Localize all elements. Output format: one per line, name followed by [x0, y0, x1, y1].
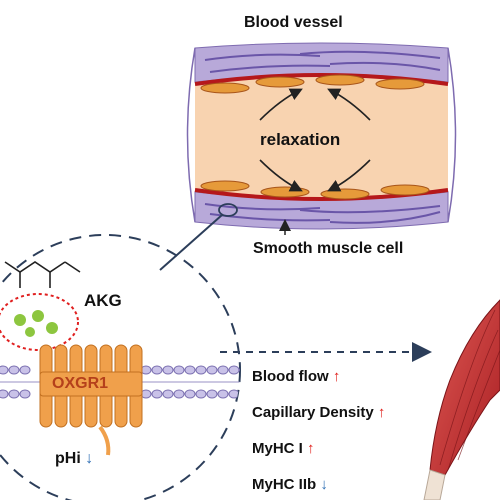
lipid-head: [173, 365, 185, 375]
effect-row: MyHC I ↑: [252, 440, 315, 457]
endothelial-cells-top: [200, 74, 425, 94]
vessel-title: Blood vessel: [244, 14, 343, 31]
cell-zoom-circle: [0, 234, 261, 500]
phi-text: pHi: [55, 450, 81, 467]
endothelial-cells-bottom: [200, 180, 430, 200]
lipid-head: [162, 365, 174, 375]
lipid-head: [206, 389, 218, 399]
lipid-head: [217, 389, 229, 399]
up-arrow-icon: ↑: [332, 368, 341, 385]
down-arrow-icon: ↓: [320, 476, 328, 493]
lipid-head: [184, 389, 196, 399]
up-arrow-icon: ↑: [307, 440, 315, 457]
binding-pocket: [0, 293, 79, 351]
lipid-head: [239, 389, 240, 399]
effect-row: MyHC IIb ↓: [252, 476, 328, 493]
effect-label: Blood flow: [252, 368, 333, 385]
muscle-belly: [429, 299, 500, 476]
lipid-head: [8, 365, 20, 375]
muscle-tendon: [423, 469, 446, 500]
lipid-head: [151, 389, 163, 399]
skeletal-muscle-illustration: [423, 299, 500, 500]
vessel-left-edge: [186, 47, 196, 223]
effect-label: MyHC IIb: [252, 476, 321, 493]
lipid-head: [228, 365, 240, 375]
smooth-muscle-label: Smooth muscle cell: [253, 240, 404, 257]
relaxation-arrows: [259, 88, 371, 192]
lipid-head: [195, 365, 207, 375]
lipid-heads: [0, 365, 261, 399]
lipid-head: [251, 390, 261, 398]
phi-down-arrow: ↓: [85, 450, 94, 467]
lipid-head: [151, 365, 163, 375]
up-arrow-icon: ↑: [377, 404, 386, 421]
lipid-head: [0, 389, 9, 399]
lipid-head: [206, 365, 218, 375]
effect-row: Capillary Density ↑: [252, 404, 385, 421]
lipid-head: [19, 365, 31, 375]
vessel-lumen: [195, 75, 448, 199]
lipid-head: [173, 389, 185, 399]
effect-row: Blood flow ↑: [252, 368, 340, 385]
phi-label: pHi ↓: [55, 450, 93, 468]
lipid-head: [195, 389, 207, 399]
lipid-head: [19, 389, 31, 399]
lipid-head: [239, 365, 240, 375]
effect-label: MyHC I: [252, 440, 308, 457]
vessel-right-edge: [447, 47, 457, 223]
receptor-label: OXGR1: [52, 375, 109, 392]
lipid-head: [162, 389, 174, 399]
lipid-head: [184, 365, 196, 375]
akg-label: AKG: [84, 291, 122, 310]
akg-molecule: [4, 261, 81, 288]
lipid-head: [8, 389, 20, 399]
smooth-muscle-cell-marker: [218, 203, 238, 217]
lipid-head: [217, 365, 229, 375]
muscle-fibers: [439, 309, 500, 471]
effect-label: Capillary Density: [252, 404, 378, 421]
relaxation-label: relaxation: [260, 130, 341, 149]
blood-vessel: [186, 42, 457, 235]
lipid-head: [0, 365, 9, 375]
zoom-connector-line: [159, 214, 223, 271]
oxgr1-receptor: [39, 344, 143, 456]
akg-dots: [14, 310, 58, 337]
